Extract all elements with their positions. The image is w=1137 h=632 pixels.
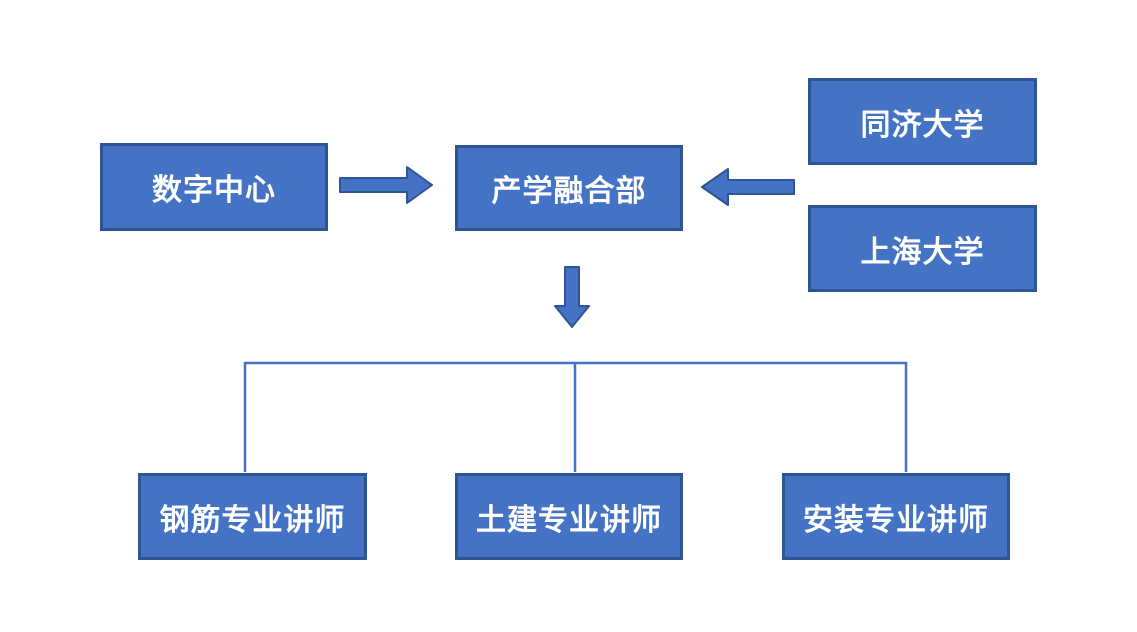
node-civil-lecturer: 土建专业讲师 [455,473,683,560]
arrow-right-icon [339,166,433,204]
node-label: 安装专业讲师 [803,503,989,537]
node-label: 上海大学 [860,235,985,269]
node-label: 产学融合部 [491,175,647,208]
node-integration-dept: 产学融合部 [455,145,683,231]
node-digital-center: 数字中心 [100,143,328,231]
node-rebar-lecturer: 钢筋专业讲师 [138,473,367,560]
node-tongji-university: 同济大学 [808,78,1037,165]
node-label: 钢筋专业讲师 [159,503,346,537]
node-shanghai-university: 上海大学 [808,205,1037,292]
node-label: 土建专业讲师 [476,503,662,537]
node-label: 同济大学 [860,108,985,142]
node-label: 数字中心 [152,174,276,207]
arrow-left-icon [701,168,795,206]
node-install-lecturer: 安装专业讲师 [782,473,1010,560]
arrow-down-icon [554,266,590,328]
tree-connector-line [243,361,908,472]
